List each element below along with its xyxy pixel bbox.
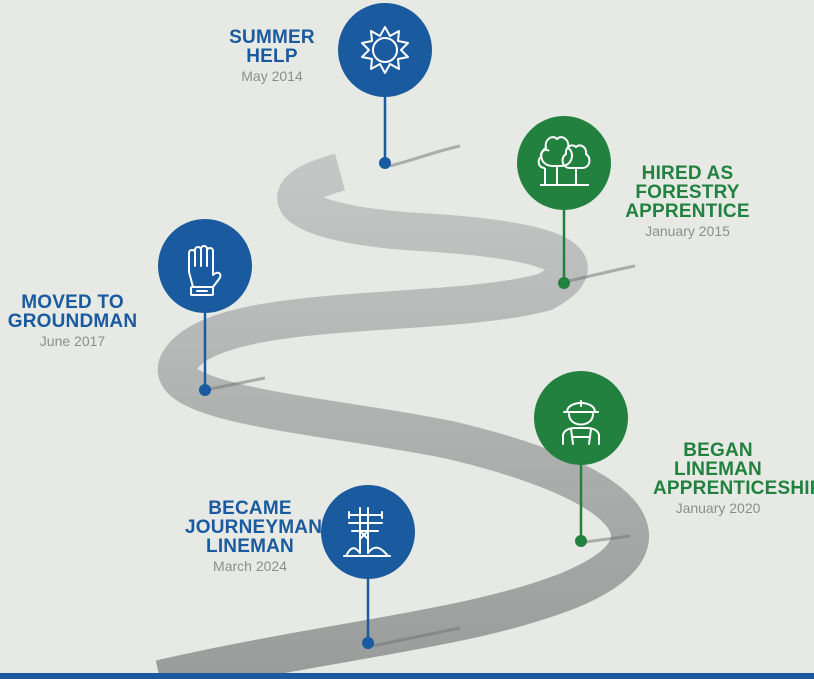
milestone-journeyman-lineman: BECAME JOURNEYMAN LINEMAN March 2024 bbox=[180, 498, 323, 574]
milestone-groundman: MOVED TO GROUNDMAN June 2017 bbox=[0, 293, 145, 348]
milestone-date: May 2014 bbox=[241, 68, 303, 84]
road-streak bbox=[584, 534, 631, 544]
milestone-date: March 2024 bbox=[213, 558, 287, 574]
bottom-accent-bar bbox=[0, 673, 814, 679]
hardhat-worker-icon bbox=[562, 400, 600, 445]
milestone-date: January 2020 bbox=[675, 500, 761, 516]
milestone-summer-help-marker bbox=[338, 3, 432, 169]
milestone-title: BEGAN LINEMAN APPRENTICESHIP bbox=[653, 440, 814, 499]
road-streak bbox=[564, 264, 636, 284]
milestone-lineman-apprenticeship-marker bbox=[534, 371, 628, 547]
milestone-summer-help: SUMMER HELP May 2014 bbox=[212, 28, 332, 83]
milestone-date: January 2015 bbox=[645, 223, 730, 239]
milestone-title: MOVED TO GROUNDMAN bbox=[7, 292, 138, 332]
milestone-title: HIRED AS FORESTRY APPRENTICE bbox=[625, 163, 750, 222]
milestone-lineman-apprenticeship: BEGAN LINEMAN APPRENTICESHIP January 202… bbox=[633, 440, 814, 516]
sun-icon bbox=[361, 26, 409, 74]
milestone-journeyman-lineman-marker bbox=[321, 485, 415, 649]
milestone-date: June 2017 bbox=[39, 333, 106, 349]
glove-icon bbox=[188, 245, 222, 296]
winding-road bbox=[155, 153, 649, 679]
trees-icon bbox=[537, 136, 591, 186]
power-line-tower-icon bbox=[343, 507, 391, 557]
milestone-groundman-marker bbox=[158, 219, 252, 396]
milestone-title: SUMMER HELP bbox=[229, 27, 315, 67]
road-streak bbox=[371, 626, 461, 648]
milestone-title: BECAME JOURNEYMAN LINEMAN bbox=[185, 498, 323, 557]
road-streak bbox=[389, 144, 461, 168]
milestone-forestry-apprentice: HIRED AS FORESTRY APPRENTICE January 201… bbox=[615, 164, 760, 238]
milestone-forestry-apprentice-marker bbox=[517, 116, 611, 289]
